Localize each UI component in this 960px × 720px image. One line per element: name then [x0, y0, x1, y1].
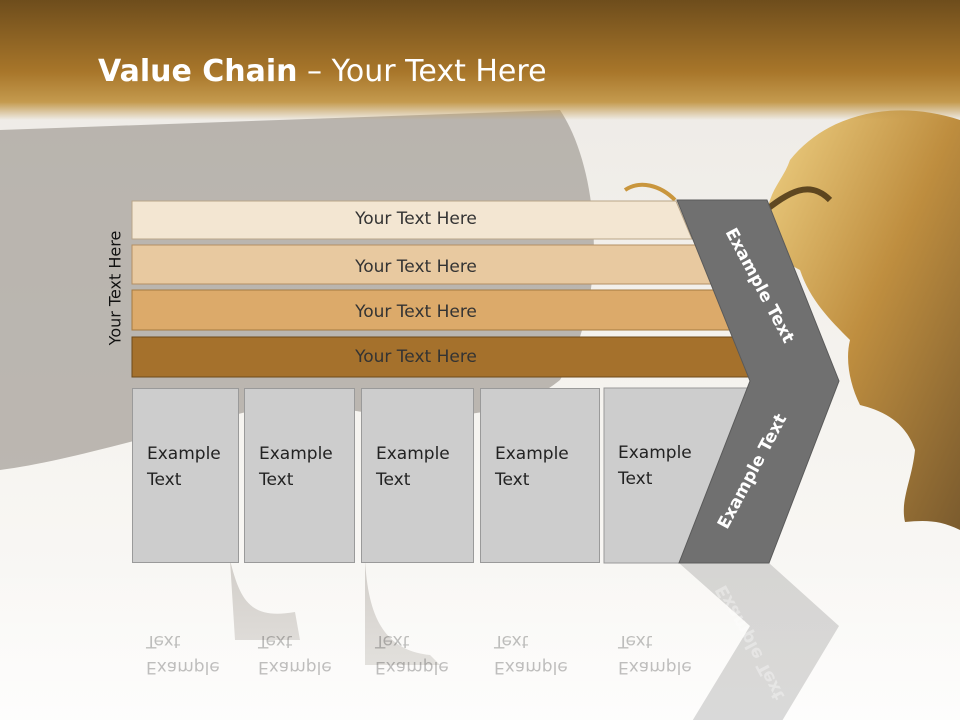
band-1	[131, 200, 693, 240]
band-1-label: Your Text Here	[355, 209, 477, 229]
bull-figure	[766, 110, 960, 531]
header-bar	[0, 0, 960, 120]
page-title: Value Chain – Your Text Here	[98, 54, 547, 89]
band-2-label: Your Text Here	[355, 257, 477, 277]
title-rest: – Your Text Here	[297, 54, 547, 89]
chevron-shape	[676, 199, 840, 564]
title-bold: Value Chain	[98, 54, 298, 89]
band-4-label: Your Text Here	[355, 347, 477, 367]
band-3-label: Your Text Here	[355, 302, 477, 322]
